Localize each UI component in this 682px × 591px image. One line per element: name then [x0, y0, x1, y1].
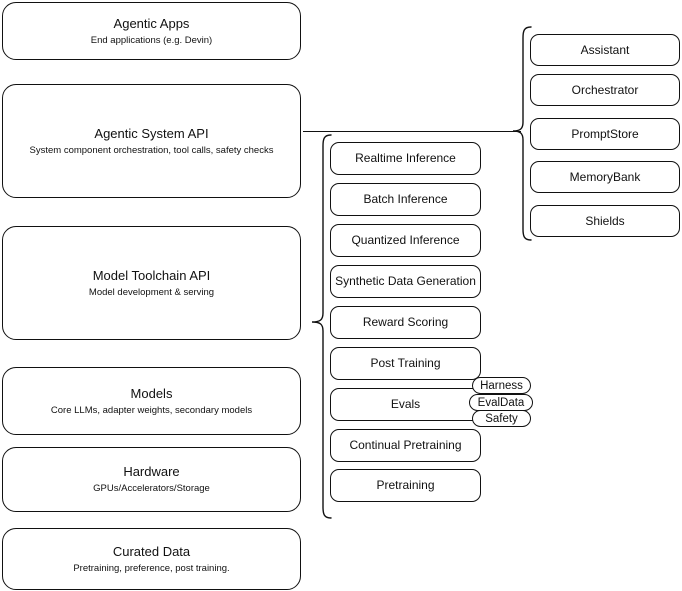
stack-layer-subtitle: End applications (e.g. Devin): [90, 34, 213, 46]
system-component-label: Orchestrator: [571, 82, 639, 97]
system-component-label: PromptStore: [571, 126, 639, 141]
toolchain-component-reward-scoring[interactable]: Reward Scoring: [330, 306, 481, 339]
toolchain-component-batch-inference[interactable]: Batch Inference: [330, 183, 481, 216]
stack-layer-title: Model Toolchain API: [92, 267, 211, 283]
toolchain-component-continual-pretraining[interactable]: Continual Pretraining: [330, 429, 481, 462]
toolchain-component-label: Evals: [390, 397, 421, 411]
system-component-label: Shields: [585, 213, 625, 228]
brace-toolchain-components: [310, 134, 332, 520]
stack-layer-title: Agentic Apps: [113, 15, 190, 31]
system-component-label: MemoryBank: [569, 169, 641, 184]
stack-layer-curated-data[interactable]: Curated Data Pretraining, preference, po…: [2, 528, 301, 590]
system-component-orchestrator[interactable]: Orchestrator: [530, 74, 680, 106]
toolchain-component-evals[interactable]: Evals: [330, 388, 481, 421]
toolchain-component-label: Batch Inference: [363, 192, 448, 206]
system-component-shields[interactable]: Shields: [530, 205, 680, 237]
stack-layer-agentic-system-api[interactable]: Agentic System API System component orch…: [2, 84, 301, 198]
system-component-label: Assistant: [580, 42, 630, 57]
brace-system-components: [512, 26, 532, 242]
toolchain-component-label: Post Training: [370, 356, 441, 370]
stack-layer-agentic-apps[interactable]: Agentic Apps End applications (e.g. Devi…: [2, 2, 301, 60]
stack-layer-subtitle: Pretraining, preference, post training.: [73, 562, 230, 574]
stack-layer-subtitle: GPUs/Accelerators/Storage: [93, 483, 210, 494]
system-component-assistant[interactable]: Assistant: [530, 34, 680, 66]
eval-badge-label: Safety: [485, 412, 518, 425]
stack-layer-title: Models: [130, 385, 173, 401]
system-component-promptstore[interactable]: PromptStore: [530, 118, 680, 150]
stack-layer-models[interactable]: Models Core LLMs, adapter weights, secon…: [2, 367, 301, 435]
stack-layer-hardware[interactable]: Hardware GPUs/Accelerators/Storage: [2, 447, 301, 512]
eval-badge-label: EvalData: [477, 396, 525, 409]
stack-layer-subtitle: Core LLMs, adapter weights, secondary mo…: [50, 404, 253, 416]
toolchain-component-post-training[interactable]: Post Training: [330, 347, 481, 380]
toolchain-component-label: Quantized Inference: [351, 233, 460, 247]
stack-layer-title: Curated Data: [112, 543, 191, 559]
eval-badge-harness[interactable]: Harness: [472, 377, 531, 394]
toolchain-component-realtime-inference[interactable]: Realtime Inference: [330, 142, 481, 175]
toolchain-component-label: Continual Pretraining: [349, 438, 462, 452]
toolchain-component-label: Reward Scoring: [362, 315, 449, 329]
toolchain-component-pretraining[interactable]: Pretraining: [330, 469, 481, 502]
eval-badge-evaldata[interactable]: EvalData: [469, 394, 533, 411]
stack-layer-subtitle: Model development & serving: [88, 286, 215, 298]
system-component-memorybank[interactable]: MemoryBank: [530, 161, 680, 193]
stack-layer-subtitle: System component orchestration, tool cal…: [29, 144, 274, 156]
eval-badge-safety[interactable]: Safety: [472, 410, 531, 427]
stack-layer-title: Hardware: [123, 464, 180, 479]
eval-badge-label: Harness: [480, 379, 523, 392]
toolchain-component-label: Realtime Inference: [355, 151, 456, 165]
toolchain-component-synthetic-data-generation[interactable]: Synthetic Data Generation: [330, 265, 481, 298]
toolchain-component-label: Synthetic Data Generation: [335, 274, 476, 288]
toolchain-component-quantized-inference[interactable]: Quantized Inference: [330, 224, 481, 257]
stack-layer-model-toolchain-api[interactable]: Model Toolchain API Model development & …: [2, 226, 301, 340]
stack-layer-title: Agentic System API: [94, 125, 209, 141]
connector-line-system-api: [303, 131, 521, 133]
toolchain-component-label: Pretraining: [376, 478, 435, 492]
